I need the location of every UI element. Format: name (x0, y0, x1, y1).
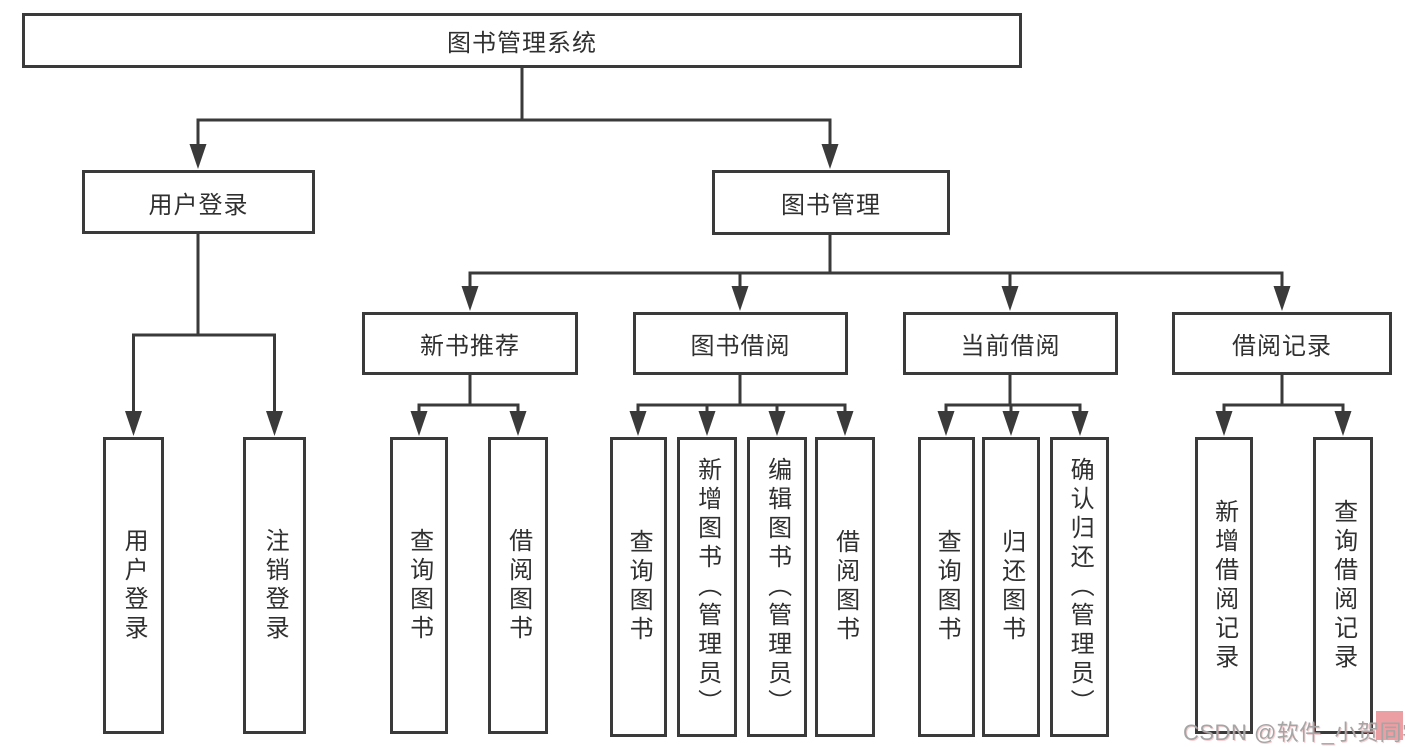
leaf-query-books-recommend: 查询图书 (390, 437, 448, 734)
node-label: 编辑图书（管理员） (763, 456, 791, 718)
node-label: 借阅记录 (1232, 333, 1332, 360)
node-current-borrowing: 当前借阅 (903, 312, 1118, 375)
node-label: 新书推荐 (420, 333, 520, 360)
node-label: 图书管理系统 (447, 30, 597, 57)
node-label: 用户登录 (148, 191, 249, 219)
node-label: 查询图书 (933, 529, 961, 645)
node-label: 当前借阅 (960, 333, 1061, 360)
node-label: 归还图书 (997, 529, 1025, 645)
leaf-add-books-admin: 新增图书（管理员） (677, 437, 737, 737)
node-book-management: 图书管理 (712, 170, 950, 235)
leaf-user-login: 用户登录 (103, 437, 164, 734)
leaf-confirm-return-admin: 确认归还（管理员） (1050, 437, 1109, 737)
node-label: 借阅图书 (831, 529, 859, 645)
node-label: 确认归还（管理员） (1066, 456, 1094, 718)
node-user-login: 用户登录 (82, 170, 315, 234)
watermark-accent-block (1376, 711, 1403, 740)
node-label: 查询图书 (405, 527, 433, 644)
leaf-borrow-books-recommend: 借阅图书 (488, 437, 548, 734)
leaf-query-books-current: 查询图书 (918, 437, 975, 737)
node-new-book-recommendation: 新书推荐 (362, 312, 578, 375)
leaf-query-borrow-record: 查询借阅记录 (1313, 437, 1373, 734)
csdn-watermark: CSDN @软件_小贺同学 (1183, 720, 1405, 745)
leaf-edit-books-admin: 编辑图书（管理员） (747, 437, 807, 737)
leaf-logout: 注销登录 (243, 437, 306, 734)
leaf-query-books-borrowing: 查询图书 (610, 437, 667, 737)
node-label: 图书管理 (781, 192, 881, 219)
node-label: 注销登录 (261, 527, 289, 644)
node-label: 借阅图书 (504, 527, 532, 644)
node-label: 图书借阅 (690, 333, 791, 360)
node-book-borrowing: 图书借阅 (633, 312, 848, 375)
leaf-add-borrow-record: 新增借阅记录 (1195, 437, 1253, 734)
leaf-return-books: 归还图书 (982, 437, 1040, 737)
node-label: 查询借阅记录 (1329, 498, 1357, 673)
node-label: 用户登录 (120, 527, 148, 644)
node-label: 新增图书（管理员） (693, 456, 721, 718)
node-library-management-system: 图书管理系统 (22, 13, 1022, 68)
leaf-borrow-books: 借阅图书 (815, 437, 875, 737)
node-borrowing-records: 借阅记录 (1172, 312, 1392, 375)
node-label: 查询图书 (625, 529, 653, 645)
node-label: 新增借阅记录 (1210, 498, 1238, 673)
